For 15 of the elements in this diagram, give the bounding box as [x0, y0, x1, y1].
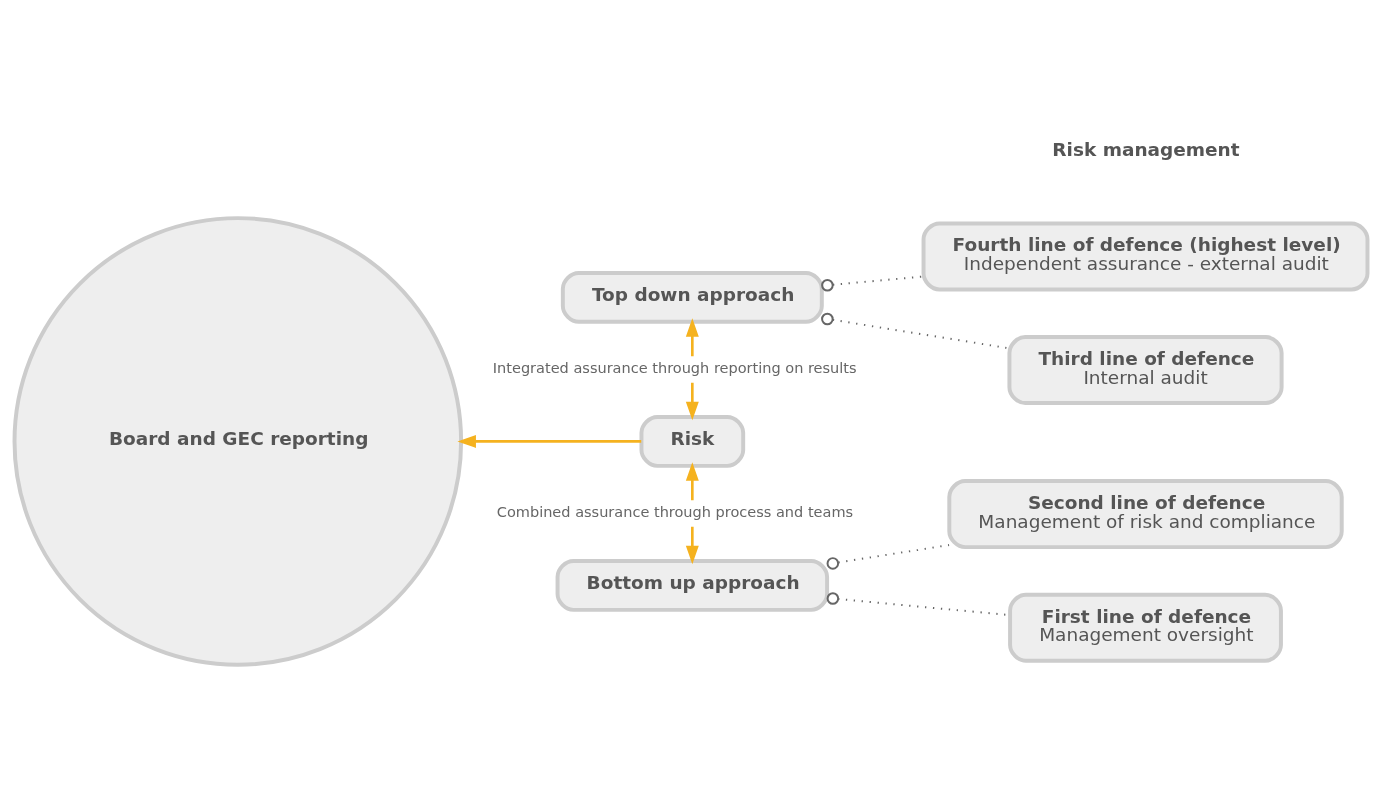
arrow — [685, 462, 699, 565]
node-box: Third line of defence Internal audit — [1007, 335, 1284, 406]
node-box: Bottom up approach — [555, 559, 830, 612]
node-circle: Board and GEC reporting — [12, 216, 464, 667]
node-box: First line of defence Management oversight — [1008, 592, 1283, 663]
edge-label: Integrated assurance through reporting on results — [492, 360, 857, 377]
connector — [826, 544, 951, 570]
node-box: Fourth line of defence (highest level) Independent assurance - external audit — [921, 221, 1370, 292]
arrow — [685, 318, 699, 421]
node-box: Top down approach — [560, 270, 824, 324]
node-box: Second line of defence Management of risk and compliance — [947, 479, 1344, 550]
arrow — [457, 434, 642, 448]
edge-label: Combined assurance through process and teams — [496, 504, 854, 521]
node-box: Risk — [639, 415, 746, 468]
label: Risk management — [1052, 138, 1240, 160]
